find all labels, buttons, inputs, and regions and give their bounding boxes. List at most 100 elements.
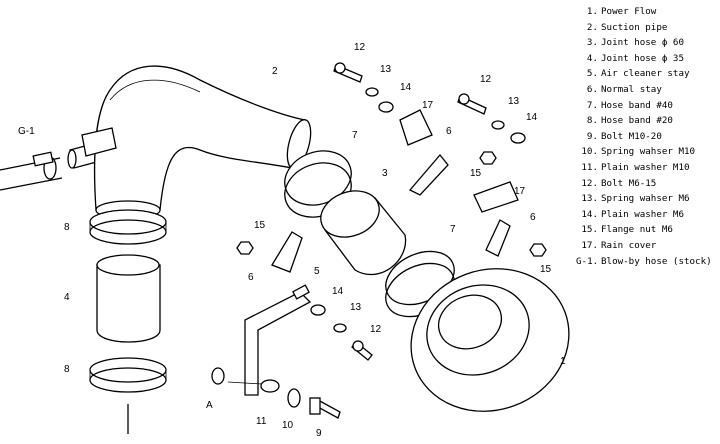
legend-key: 3.: [586, 37, 598, 49]
callout-13-upper: 13: [380, 64, 392, 75]
legend-key: 10.: [581, 146, 598, 158]
callout-14-upper: 14: [400, 82, 412, 93]
callout-7-upper: 7: [352, 130, 358, 141]
callout-6-left: 6: [248, 272, 254, 283]
plain-washer-m6-c: [310, 304, 326, 316]
legend-text: Power Flow: [601, 6, 657, 17]
legend-item: 7.Hose band #40: [576, 98, 720, 114]
callout-2: 2: [272, 66, 278, 77]
legend-key: 17.: [581, 239, 598, 251]
legend-text: Bolt M6-15: [601, 177, 657, 189]
legend-key: G-1.: [576, 255, 599, 267]
legend-text: Hose band #40: [601, 99, 673, 111]
plain-washer-m6-a: [378, 101, 394, 113]
legend-key: 2.: [586, 21, 598, 33]
callout-8-lower: 8: [64, 364, 70, 375]
callout-13-right: 13: [508, 96, 520, 107]
callout-g1: G-1: [18, 126, 35, 137]
legend-key: 1.: [586, 6, 598, 17]
suction-pipe: [81, 65, 312, 220]
callout-12-upper: 12: [354, 42, 366, 53]
spring-washer-m6-c: [333, 323, 347, 333]
hose-band-20-lower: [89, 357, 167, 393]
leader-a: [227, 381, 263, 385]
legend-item: 10.Spring wahser M10: [576, 144, 720, 160]
bolt-m6-b: [457, 93, 487, 115]
hose-band-40-upper: [284, 150, 352, 218]
legend-text: Joint hose ϕ 35: [601, 52, 684, 64]
legend-text: Plain washer M10: [601, 161, 690, 173]
callout-14-lower: 14: [332, 286, 344, 297]
bolt-m6-c: [351, 340, 373, 361]
legend-text: Suction pipe: [601, 21, 668, 33]
legend-text: Bolt M10-20: [601, 130, 662, 142]
callout-17-lower: 17: [514, 186, 526, 197]
spring-washer-m10: [287, 388, 301, 408]
legend-key: 4.: [586, 52, 598, 64]
legend-item: 3.Joint hose ϕ 60: [576, 35, 720, 51]
joint-hose-35: [96, 254, 161, 343]
callout-1: 1: [560, 356, 566, 367]
callout-5: 5: [314, 266, 320, 277]
legend-text: Joint hose ϕ 60: [601, 37, 684, 49]
plain-washer-m10: [260, 379, 280, 393]
callout-12-lower: 12: [370, 324, 382, 335]
normal-stay-left: [271, 231, 303, 273]
spring-washer-m6-b: [491, 120, 505, 130]
callout-17-upper: 17: [422, 100, 434, 111]
legend-key: 9.: [586, 130, 598, 142]
air-cleaner-stay: [244, 284, 312, 396]
spring-washer-m6-a: [365, 87, 379, 97]
legend-key: 12.: [581, 177, 598, 189]
rain-cover-lower: [473, 181, 519, 213]
callout-6-right: 6: [530, 212, 536, 223]
bolt-m6-a: [333, 62, 363, 83]
legend-text: Rain cover: [601, 239, 657, 251]
legend-item: G-1.Blow-by hose (stock): [576, 254, 720, 270]
legend-item: 13.Spring wahser M6: [576, 191, 720, 207]
legend-text: Spring wahser M6: [601, 193, 690, 205]
hose-band-20-upper: [89, 209, 167, 245]
callout-6-upper: 6: [446, 126, 452, 137]
normal-stay-lower: [485, 219, 511, 257]
callout-a: A: [206, 400, 213, 411]
callout-12-right: 12: [480, 74, 492, 85]
legend-item: 15.Flange nut M6: [576, 222, 720, 238]
callout-15-right: 15: [540, 264, 552, 275]
legend-item: 9.Bolt M10-20: [576, 129, 720, 145]
callout-15-left: 15: [254, 220, 266, 231]
flange-nut-c: [236, 241, 254, 255]
callout-8-upper: 8: [64, 222, 70, 233]
flange-nut-a: [479, 151, 497, 165]
legend-text: Spring wahser M10: [601, 146, 696, 158]
legend-item: 12.Bolt M6-15: [576, 176, 720, 192]
legend-key: 5.: [586, 68, 598, 80]
callout-9: 9: [316, 428, 322, 439]
legend-item: 14.Plain washer M6: [576, 207, 720, 223]
legend-key: 11.: [581, 161, 598, 173]
callout-7-lower: 7: [450, 224, 456, 235]
legend-text: Air cleaner stay: [601, 68, 690, 80]
legend-text: Normal stay: [601, 83, 662, 95]
legend-key: 8.: [586, 115, 598, 127]
legend-text: Blow-by hose (stock): [601, 255, 712, 267]
washer-a: [211, 367, 225, 385]
legend-item: 1.Power Flow: [576, 4, 720, 20]
joint-hose-60: [320, 190, 407, 276]
legend-key: 15.: [581, 224, 598, 236]
legend-item: 5.Air cleaner stay: [576, 66, 720, 82]
callout-3: 3: [382, 168, 388, 179]
callout-15-upper: 15: [470, 168, 482, 179]
legend-key: 7.: [586, 99, 598, 111]
legend-item: 11.Plain washer M10: [576, 160, 720, 176]
callout-4: 4: [64, 292, 70, 303]
legend-key: 6.: [586, 83, 598, 95]
plain-washer-m6-b: [510, 132, 526, 144]
legend-item: 6.Normal stay: [576, 82, 720, 98]
legend-text: Plain washer M6: [601, 208, 684, 220]
callout-13-lower: 13: [350, 302, 362, 313]
callout-11: 11: [256, 416, 267, 427]
